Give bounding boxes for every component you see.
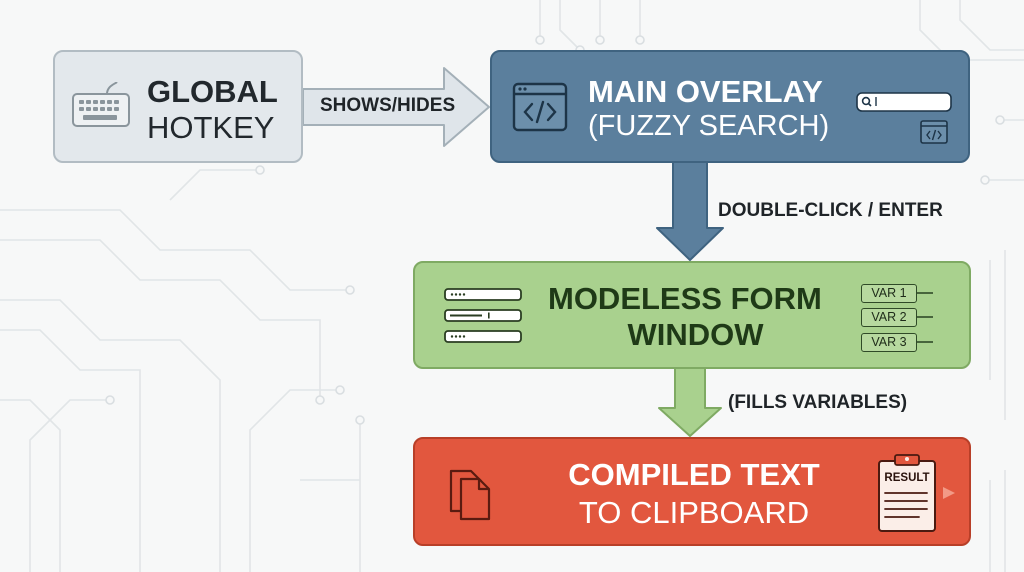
overlay-title-line2: (FUZZY SEARCH) xyxy=(588,110,830,142)
form-fields-icon xyxy=(444,288,522,343)
keyboard-icon xyxy=(72,82,130,127)
code-window-icon xyxy=(512,82,568,132)
arrow-shows-hides xyxy=(302,67,490,147)
hotkey-title-line2: HOTKEY xyxy=(147,110,275,145)
node-global-hotkey: GLOBAL HOTKEY xyxy=(53,50,303,163)
search-icon xyxy=(856,92,952,112)
var-tag-1: VAR 1 xyxy=(861,284,917,303)
overlay-title-line1: MAIN OVERLAY xyxy=(588,74,823,109)
var-connector-lines xyxy=(917,292,933,343)
var-tag-3: VAR 3 xyxy=(861,333,917,352)
arrow-double-click xyxy=(656,162,724,261)
clipboard-title-line1: COMPILED TEXT xyxy=(568,457,820,492)
edge-label-shows-hides: SHOWS/HIDES xyxy=(320,95,456,116)
code-window-small-icon xyxy=(920,120,948,144)
node-modeless-form: MODELESS FORM WINDOW VAR 1 VAR 2 VAR 3 xyxy=(413,261,971,369)
documents-icon xyxy=(449,469,491,521)
edge-label-double-click: DOUBLE-CLICK / ENTER xyxy=(718,200,943,221)
node-compiled-clipboard: COMPILED TEXT TO CLIPBOARD RESULT xyxy=(413,437,971,546)
hotkey-title-line1: GLOBAL xyxy=(147,74,278,109)
clipboard-result-text: RESULT xyxy=(884,472,929,484)
form-title-line2: WINDOW xyxy=(627,317,764,352)
form-title-line1: MODELESS FORM xyxy=(548,281,822,316)
node-main-overlay: MAIN OVERLAY (FUZZY SEARCH) xyxy=(490,50,970,163)
clipboard-icon: RESULT xyxy=(878,454,955,532)
var-tag-2: VAR 2 xyxy=(861,308,917,327)
edge-label-fills-variables: (FILLS VARIABLES) xyxy=(728,392,908,413)
clipboard-title-line2: TO CLIPBOARD xyxy=(578,495,810,530)
arrow-fills-variables xyxy=(658,368,722,437)
